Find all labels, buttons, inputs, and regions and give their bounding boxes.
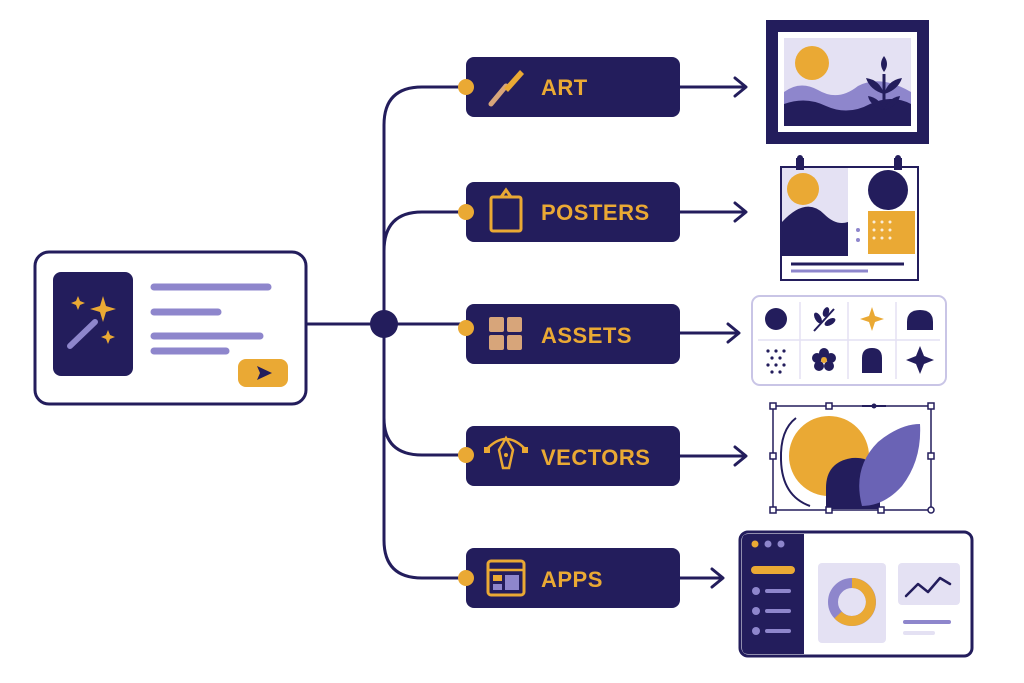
paintbrush-icon — [488, 70, 524, 107]
branch-apps[interactable]: APPS — [458, 548, 680, 608]
framed-landscape-art — [766, 20, 929, 144]
branch-posters[interactable]: POSTERS — [458, 182, 680, 242]
icon-asset-sheet — [751, 295, 947, 386]
hanging-poster — [780, 155, 919, 281]
branch-art[interactable]: ART — [458, 57, 680, 117]
hub-node — [370, 310, 398, 338]
branch-label: ART — [541, 75, 588, 100]
branch-label: APPS — [541, 567, 603, 592]
app-window-icon — [486, 559, 526, 597]
vector-shapes — [769, 402, 935, 514]
magic-wand-sparkles-icon — [53, 272, 133, 376]
branch-vectors[interactable]: VECTORS — [458, 426, 680, 486]
app-dashboard — [738, 530, 974, 658]
prompt-card[interactable] — [33, 250, 308, 406]
branch-label: ASSETS — [541, 323, 632, 348]
poster-icon — [489, 187, 523, 233]
output-arrows — [678, 76, 748, 589]
send-button[interactable] — [238, 359, 288, 387]
pen-tool-icon — [484, 435, 528, 470]
grid-icon — [489, 317, 522, 350]
branch-assets[interactable]: ASSETS — [458, 304, 680, 364]
send-arrow-icon — [257, 366, 272, 380]
branch-label: POSTERS — [541, 200, 650, 225]
branch-label: VECTORS — [541, 445, 650, 470]
prompt-text-lines — [150, 283, 272, 355]
